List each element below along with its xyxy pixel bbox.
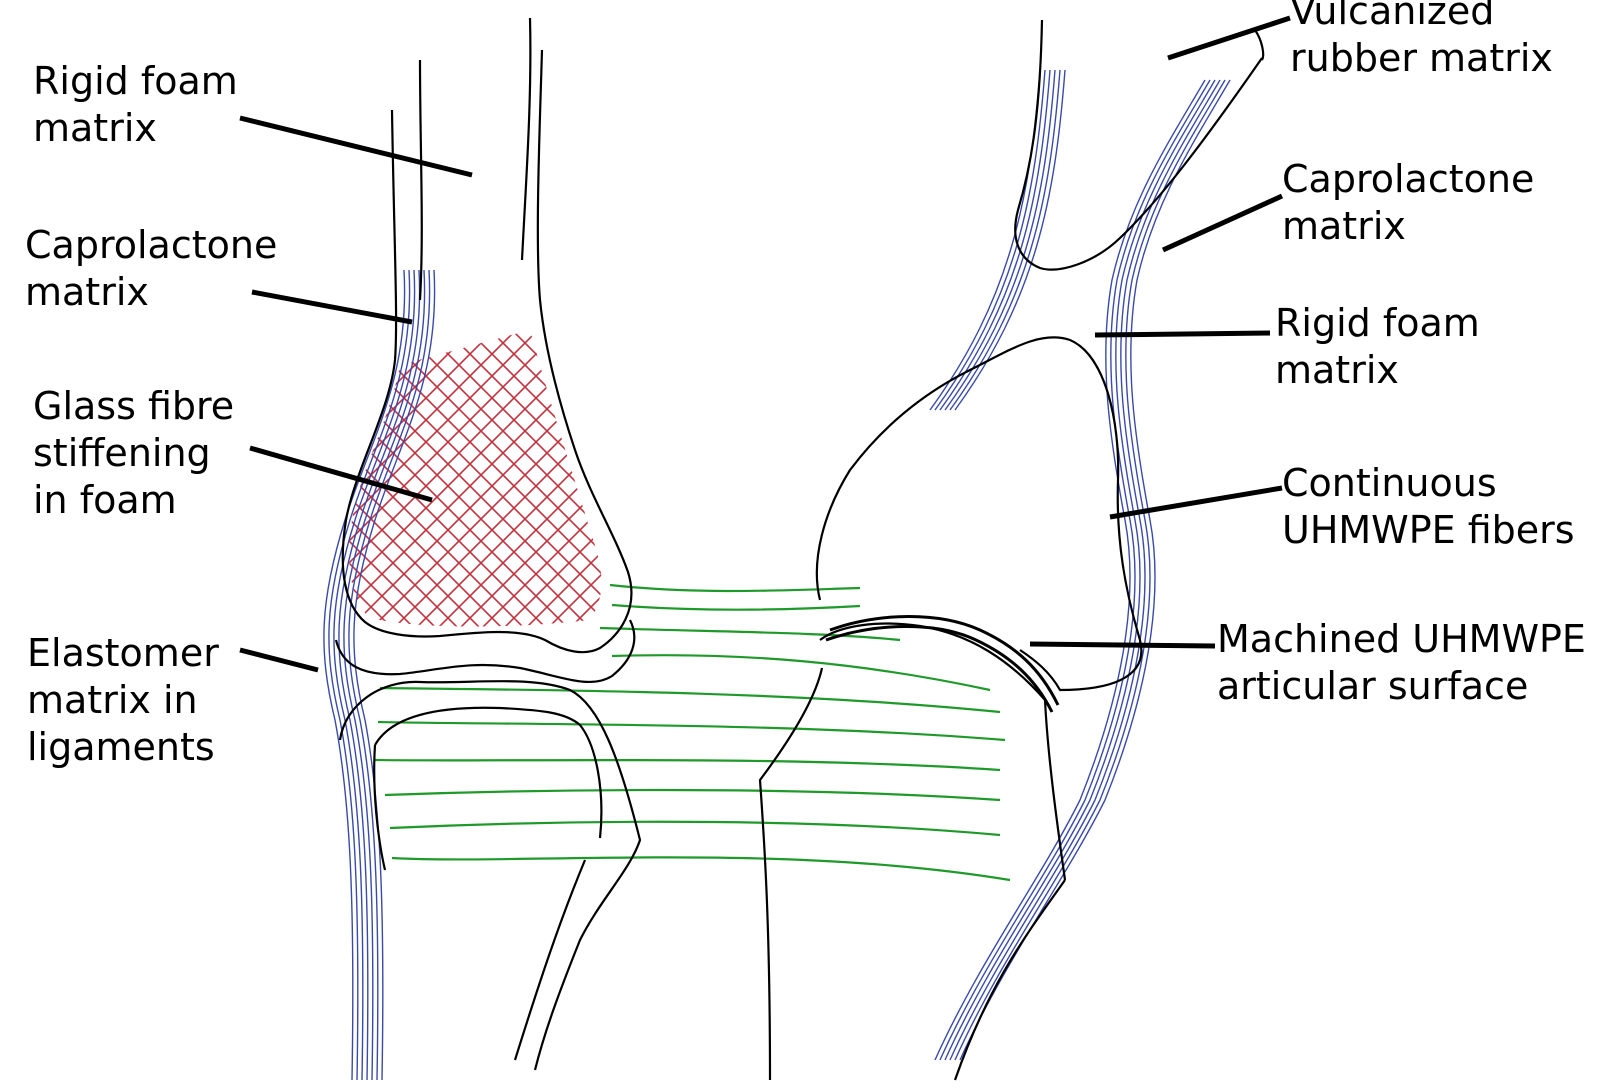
- mesh-line: [612, 320, 932, 640]
- mesh-line: [238, 320, 558, 640]
- mesh-line: [722, 320, 1042, 640]
- bone-outlines: [336, 18, 1263, 1080]
- mesh-line: [602, 320, 922, 640]
- tibia-outline: [340, 681, 640, 1070]
- rubber-region: [1255, 30, 1263, 60]
- mesh-line: [624, 320, 944, 640]
- uhmwpe-fiber: [392, 857, 1010, 880]
- mesh-line: [536, 320, 856, 640]
- mesh-line: [656, 320, 976, 640]
- mesh-line: [492, 320, 812, 640]
- femur-outline: [343, 50, 632, 652]
- right-lower-shaft: [955, 880, 1065, 1080]
- ligament-fiber: [950, 80, 1220, 1060]
- femur-shaft-right: [522, 18, 530, 260]
- ligament-fiber: [940, 80, 1210, 1060]
- uhmwpe-fiber: [378, 722, 1005, 740]
- mesh-line: [634, 320, 954, 640]
- mesh-line: [250, 320, 570, 640]
- mesh-line: [370, 320, 690, 640]
- mesh-line: [404, 320, 724, 640]
- uhmwpe-fiber: [375, 760, 1000, 770]
- mesh-line: [502, 320, 822, 640]
- uhmwpe-fiber-bundle: [375, 585, 1010, 880]
- leader-line: [240, 650, 318, 670]
- uhmwpe-fiber: [610, 585, 860, 591]
- label-vulcanized-rubber: Vulcanizedrubber matrix: [1290, 0, 1553, 82]
- mesh-line: [480, 320, 800, 640]
- leader-line: [1095, 333, 1270, 335]
- ligament-fiber: [955, 70, 1065, 410]
- tibia-inner: [375, 708, 601, 838]
- mesh-line: [524, 320, 844, 640]
- mesh-line: [272, 320, 592, 640]
- mesh-line: [646, 320, 966, 640]
- mesh-line: [382, 320, 702, 640]
- leader-line: [1163, 196, 1282, 250]
- mesh-line: [228, 320, 548, 640]
- ligament-fiber: [950, 70, 1060, 410]
- ligament-fiber: [960, 80, 1230, 1060]
- leader-line: [240, 118, 472, 175]
- leader-line: [1030, 644, 1215, 646]
- femur-shaft-left: [420, 60, 422, 300]
- mesh-line: [514, 320, 834, 640]
- mesh-line: [436, 320, 756, 640]
- uhmwpe-fiber: [385, 790, 1000, 800]
- mesh-line: [712, 320, 1032, 640]
- leader-line: [1110, 488, 1282, 517]
- articular-surface: [826, 617, 1058, 713]
- uhmwpe-fiber: [612, 655, 990, 690]
- uhmwpe-fiber: [612, 605, 860, 610]
- mesh-line: [338, 320, 658, 640]
- uhmwpe-fiber: [390, 822, 1000, 835]
- ligament-fiber: [935, 80, 1205, 1060]
- leader-line: [250, 448, 432, 500]
- ligament-fiber: [945, 80, 1215, 1060]
- leader-lines: [240, 18, 1290, 670]
- ligament-fiber: [955, 80, 1225, 1060]
- mesh-line: [414, 320, 734, 640]
- mesh-line: [282, 320, 602, 640]
- ligament-fiber-bundles: [324, 70, 1230, 1080]
- tibia-shaft: [515, 860, 585, 1060]
- mesh-line: [216, 320, 536, 640]
- uhmwpe-fiber: [600, 628, 900, 640]
- mesh-line: [260, 320, 580, 640]
- leader-line: [1168, 18, 1290, 58]
